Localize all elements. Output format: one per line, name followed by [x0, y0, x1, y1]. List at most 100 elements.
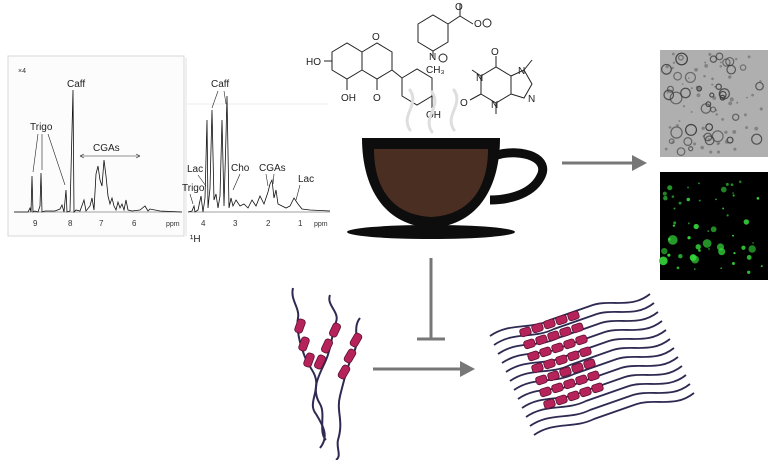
caffeine-c-o-2	[469, 93, 482, 101]
tem-particle	[726, 64, 737, 75]
tem-particle	[680, 87, 691, 99]
tem-particle	[739, 64, 747, 71]
caffeine-n3: N	[518, 66, 525, 77]
saucer	[347, 225, 515, 239]
cgas-range-arrowheads	[79, 153, 141, 159]
fibril-beta-strand	[563, 338, 576, 350]
o-minus-charge	[482, 18, 492, 28]
nmr-trace-right	[187, 95, 331, 213]
fibril-chain	[533, 392, 695, 436]
fluorescent-dot	[686, 197, 691, 202]
fibril-chain	[529, 383, 691, 427]
fluorescent-dot	[658, 256, 668, 266]
tem-speck	[728, 75, 732, 79]
tem-speck	[751, 93, 754, 97]
amyloid-fibril	[489, 293, 695, 436]
fibril-beta-strand	[531, 322, 544, 334]
fibril-beta-strand	[583, 358, 596, 370]
fluorescent-dot	[667, 185, 673, 191]
nmr-label-trigo-2: Trigo	[182, 183, 205, 194]
trigonelline-ch3: CH₃	[426, 65, 445, 76]
fluorescent-dot	[662, 191, 667, 196]
beta-strand-segment	[329, 322, 341, 338]
tem-speck	[714, 85, 716, 88]
fluorescent-dot	[732, 192, 734, 194]
nmr-scale-note: ×4	[18, 68, 26, 75]
trigo-pointer-3	[47, 133, 66, 186]
tem-particle	[705, 123, 714, 132]
tem-speck	[703, 74, 706, 78]
fluorescent-dot	[746, 255, 752, 260]
tem-particle	[696, 85, 703, 92]
fibril-beta-strand	[575, 334, 588, 346]
caffeine-methyl-3	[523, 59, 533, 71]
nucleus-label: ¹H	[190, 234, 201, 245]
nmr-spectrum-aliphatic: Caff Lac Trigo Cho CGAs Lac 4 3 2 1 ppm …	[182, 58, 331, 245]
trigo-pointer-1	[32, 133, 39, 173]
fluorescent-dot	[748, 245, 756, 253]
fluorescent-dot	[715, 198, 717, 201]
fluorescent-dot	[663, 195, 668, 201]
fibril-beta-strand	[587, 370, 600, 382]
caffeine-imidazole	[510, 69, 533, 99]
fibril-beta-strand	[559, 366, 572, 378]
trigonelline-molecule	[417, 4, 492, 63]
tem-speck	[724, 139, 729, 144]
tem-particle	[715, 83, 722, 90]
fluorescent-dot	[760, 265, 763, 268]
beta-strand-segment	[337, 364, 351, 380]
cup-handle	[489, 148, 548, 205]
tem-particle	[751, 133, 763, 145]
trigonelline-n: N	[429, 52, 436, 63]
beta-strand-segment	[321, 338, 333, 354]
isoflavone-ring-o: O	[372, 32, 380, 43]
tem-particle	[673, 71, 683, 81]
tem-speck	[709, 150, 713, 154]
fibril-chain	[493, 302, 655, 346]
tem-particle	[670, 126, 683, 139]
fibril-beta-strand	[591, 382, 604, 394]
fluorescent-dot	[732, 262, 735, 265]
fibril-beta-strand	[523, 338, 536, 350]
fibril-chain	[513, 347, 675, 391]
caff-pointer-1	[211, 90, 219, 109]
tem-speck	[721, 118, 725, 121]
tem-particle	[676, 147, 686, 156]
tem-speck	[690, 110, 693, 113]
tem-speck	[690, 87, 693, 90]
tem-speck	[681, 83, 684, 85]
nmr-label-trigo: Trigo	[30, 122, 53, 133]
tem-speck	[672, 61, 676, 64]
fluorescent-dot	[702, 239, 712, 248]
coffee-liquid	[374, 149, 488, 217]
nmr-label-cgas: CGAs	[93, 143, 120, 154]
tem-speck	[746, 96, 748, 99]
tem-speck	[728, 101, 733, 106]
caffeine-methyl-1	[471, 69, 482, 77]
fibril-beta-strand	[535, 334, 548, 346]
nmr-label-lac-right: Lac	[298, 174, 314, 185]
fibril-beta-strand	[519, 326, 532, 338]
cgas-pointer-a	[265, 173, 269, 187]
isoflavone-oh-b: OH	[426, 110, 441, 121]
tem-speck	[754, 126, 759, 131]
tem-particle	[675, 52, 688, 66]
fibril-beta-strand	[539, 386, 552, 398]
nmr-spectrum-aromatic: ×4 Caff Trigo CGAs 9 8 7 6 ppm	[7, 55, 185, 237]
fibril-beta-strand	[571, 322, 584, 334]
caffeine-n4: N	[528, 94, 535, 105]
isoflavone-keto-o: O	[373, 93, 381, 104]
nmr-label-caff: Caff	[67, 79, 85, 90]
fluorescent-dot	[671, 195, 675, 198]
tem-speck	[716, 150, 721, 154]
tem-particle	[700, 103, 712, 114]
fluorescent-dot	[747, 270, 751, 274]
carboxyl-bond	[447, 15, 461, 25]
fibril-beta-strand	[575, 374, 588, 386]
tem-particle	[722, 58, 731, 67]
fibril-beta-strand	[579, 386, 592, 398]
tem-speck	[702, 135, 705, 138]
tem-speck	[665, 64, 669, 69]
tem-particle	[684, 71, 696, 84]
fluorescence-micrograph	[658, 172, 768, 280]
